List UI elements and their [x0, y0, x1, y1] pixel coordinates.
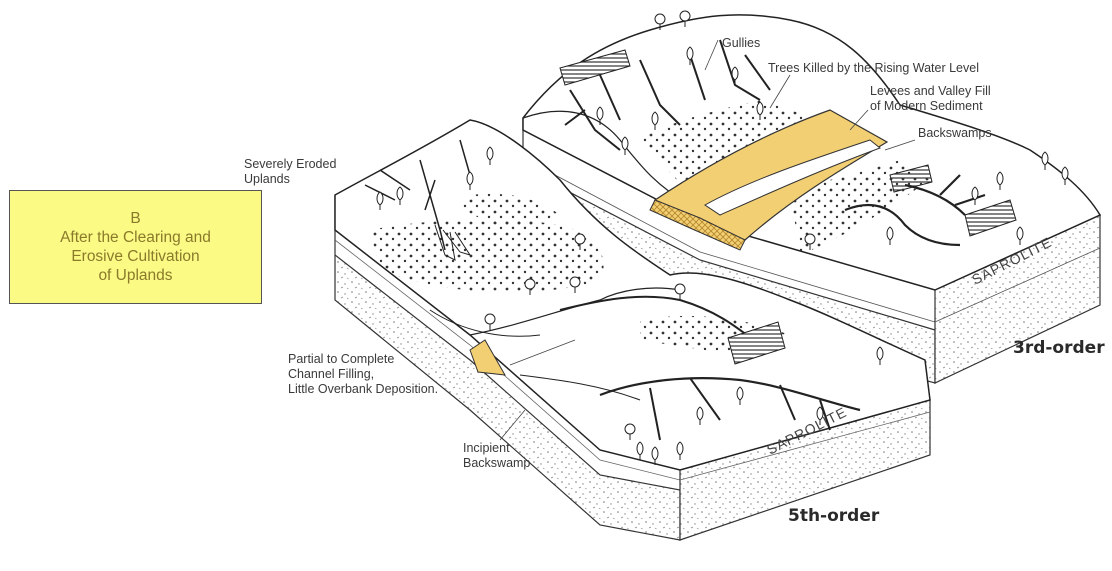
label-third-order: 3rd-order	[1013, 338, 1105, 358]
label-partial-filling: Partial to Complete Channel Filling, Lit…	[288, 352, 438, 397]
label-incipient-backswamp: Incipient Backswamp	[463, 441, 530, 471]
label-partial-line2: Channel Filling,	[288, 367, 438, 382]
label-partial-line3: Little Overbank Deposition.	[288, 382, 438, 397]
caption-box: B After the Clearing and Erosive Cultiva…	[9, 190, 262, 304]
label-severely-eroded: Severely Eroded Uplands	[244, 157, 336, 187]
label-backswamps: Backswamps	[918, 126, 992, 141]
label-levees: Levees and Valley Fill of Modern Sedimen…	[870, 84, 991, 114]
label-incipient-line2: Backswamp	[463, 456, 530, 471]
label-fifth-order: 5th-order	[788, 506, 879, 526]
label-trees-killed: Trees Killed by the Rising Water Level	[768, 61, 979, 76]
label-levees-line2: of Modern Sediment	[870, 99, 991, 114]
label-eroded-line1: Severely Eroded	[244, 157, 336, 172]
caption-line1: After the Clearing and	[60, 228, 211, 247]
label-gullies: Gullies	[722, 36, 760, 51]
label-incipient-line1: Incipient	[463, 441, 530, 456]
label-partial-line1: Partial to Complete	[288, 352, 438, 367]
caption-line2: Erosive Cultivation	[71, 247, 199, 266]
label-levees-line1: Levees and Valley Fill	[870, 84, 991, 99]
caption-letter: B	[130, 209, 140, 228]
caption-line3: of Uplands	[98, 266, 172, 285]
label-eroded-line2: Uplands	[244, 172, 336, 187]
